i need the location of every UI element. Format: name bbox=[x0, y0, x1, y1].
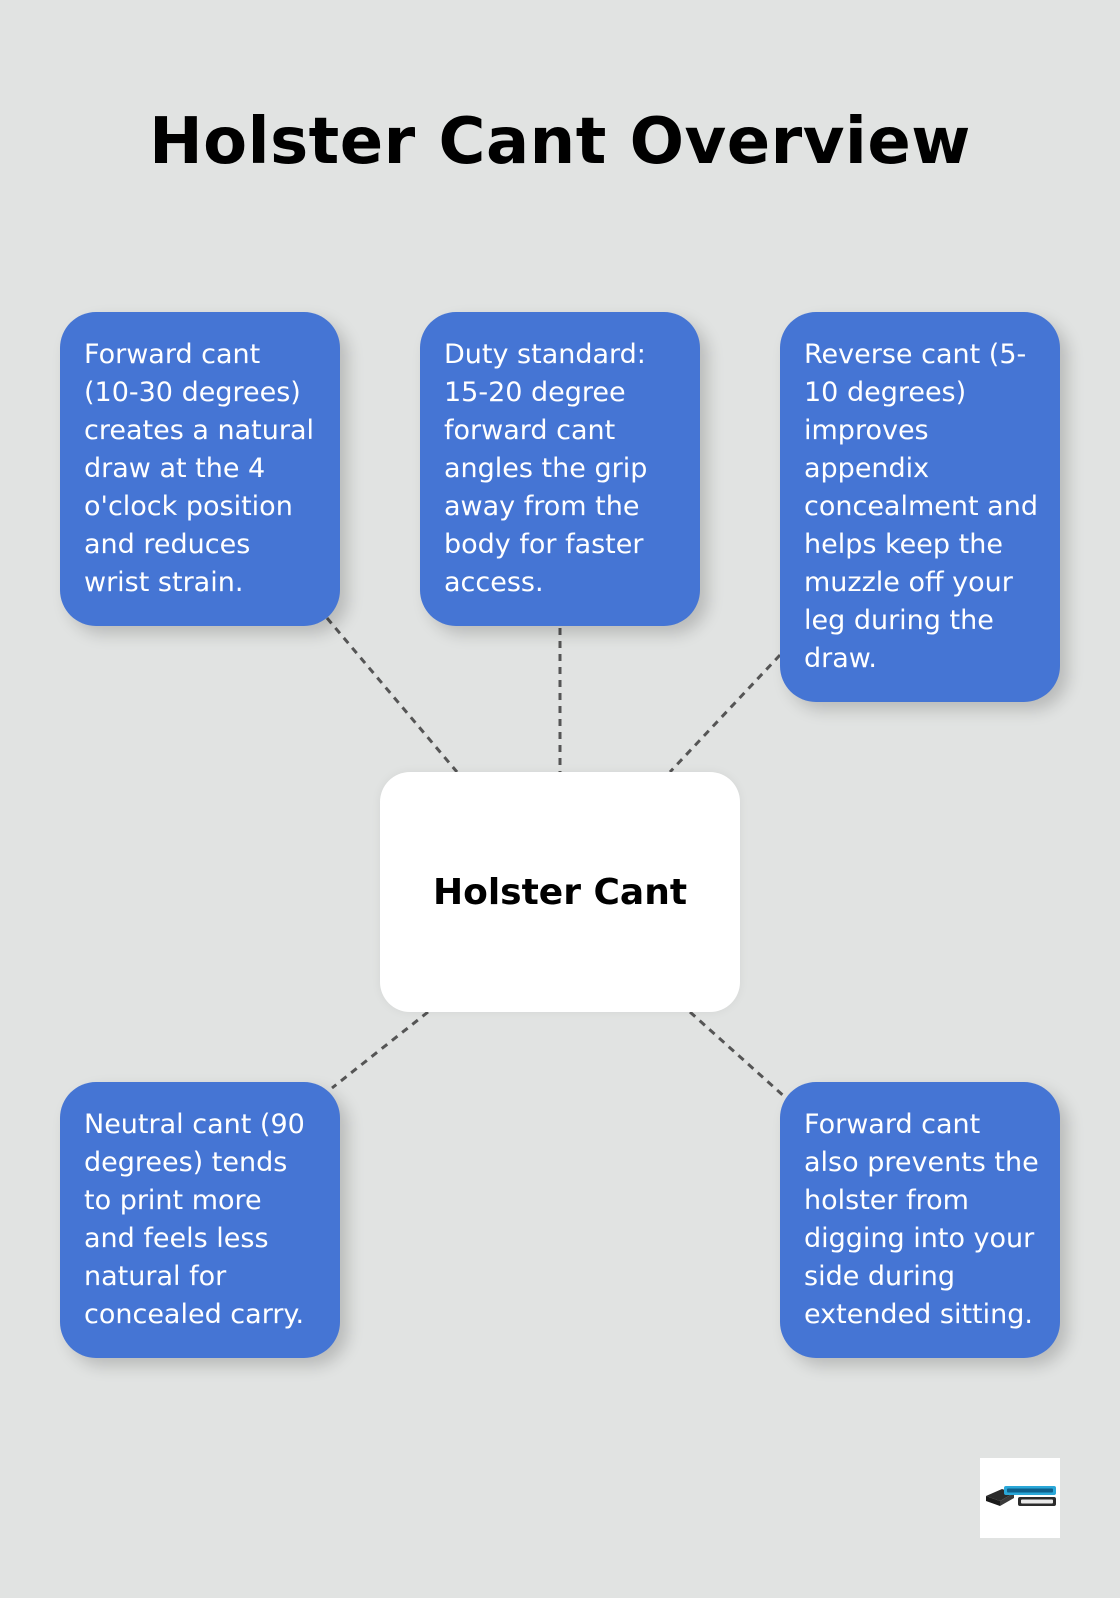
connector-forward-cant-sitting bbox=[688, 1010, 788, 1100]
node-text: Duty standard: 15-20 degree forward cant… bbox=[444, 339, 648, 598]
node-forward-cant-range: Forward cant (10-30 degrees) creates a n… bbox=[60, 312, 340, 626]
connector-forward-cant-range bbox=[325, 617, 459, 773]
connector-neutral-cant bbox=[331, 1010, 429, 1090]
diagram-title: Holster Cant Overview bbox=[149, 105, 971, 179]
node-neutral-cant: Neutral cant (90 degrees) tends to print… bbox=[60, 1082, 340, 1358]
connector-reverse-cant bbox=[668, 653, 782, 774]
pillow-logo-icon bbox=[980, 1458, 1060, 1538]
center-node: Holster Cant bbox=[380, 772, 740, 1012]
node-text: Neutral cant (90 degrees) tends to print… bbox=[84, 1109, 305, 1330]
center-node-label: Holster Cant bbox=[432, 871, 688, 913]
node-text: Reverse cant (5-10 degrees) improves app… bbox=[804, 339, 1038, 674]
node-forward-cant-sitting: Forward cant also prevents the holster f… bbox=[780, 1082, 1060, 1358]
brand-logo bbox=[980, 1458, 1060, 1538]
node-text: Forward cant (10-30 degrees) creates a n… bbox=[84, 339, 314, 598]
node-reverse-cant: Reverse cant (5-10 degrees) improves app… bbox=[780, 312, 1060, 702]
node-text: Forward cant also prevents the holster f… bbox=[804, 1109, 1039, 1330]
node-duty-standard: Duty standard: 15-20 degree forward cant… bbox=[420, 312, 700, 626]
